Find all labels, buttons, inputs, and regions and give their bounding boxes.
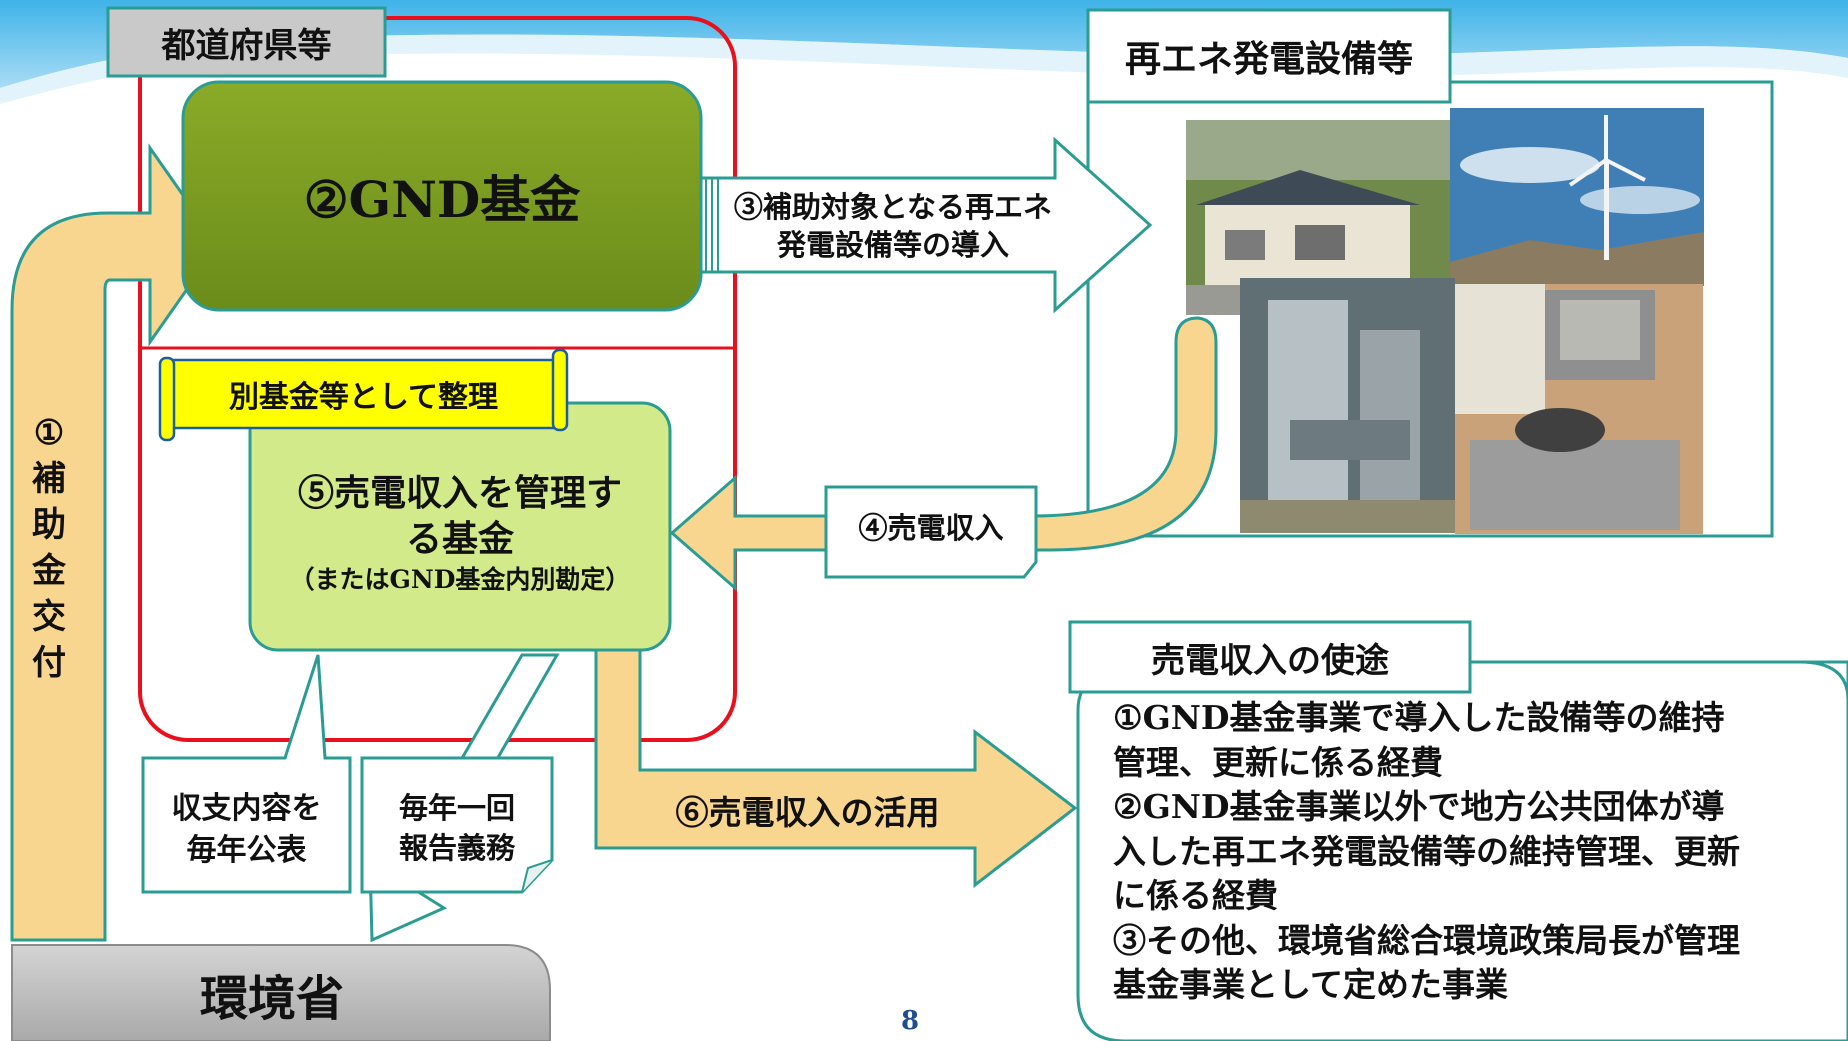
- usage-list: ①GND基金事業で導入した設備等の維持 管理、更新に係る経費 ②GND基金事業以…: [1113, 696, 1833, 1008]
- callout-report-line: 毎年一回: [398, 791, 515, 825]
- arrow-introduction: [698, 136, 1153, 314]
- usage-line: ②GND基金事業以外で地方公共団体が導: [1113, 787, 1725, 826]
- step6-label: ⑥売電収入の活用: [675, 793, 940, 832]
- step1-char: ①: [33, 413, 65, 453]
- arrow-introduction-stripes: [705, 178, 719, 272]
- prefecture-label: 都道府県等: [161, 25, 332, 66]
- step1-char: 助: [32, 505, 66, 545]
- step1-char: 付: [32, 643, 66, 683]
- usage-tab: [1068, 620, 1472, 694]
- arrow-revenue-use: [594, 648, 1078, 889]
- usage-line: 入した再エネ発電設備等の維持管理、更新: [1113, 831, 1740, 871]
- renewable-tab: [1086, 8, 1452, 104]
- fund5-line: る基金: [405, 518, 514, 560]
- step4-box: [824, 485, 1038, 579]
- renewable-label: 再エネ発電設備等: [1124, 38, 1413, 80]
- arrow-sales-revenue: [669, 316, 1218, 592]
- step1-char: 交: [32, 597, 66, 637]
- step3-line: 発電設備等の導入: [776, 228, 1009, 262]
- fund5-line: ⑤売電収入を管理す: [297, 472, 622, 514]
- small-hydro-photo: [1455, 284, 1703, 534]
- callout-publish-text: 収支内容を 毎年公表: [143, 788, 350, 872]
- prefecture-tab: [106, 6, 387, 78]
- usage-line: 基金事業として定めた事業: [1113, 965, 1509, 1004]
- callout-publish-line: 収支内容を: [171, 791, 322, 826]
- usage-line: ①GND基金事業で導入した設備等の維持: [1113, 698, 1725, 737]
- callout-publish-line: 毎年公表: [186, 833, 307, 868]
- callout-report-text: 毎年一回 報告義務: [362, 788, 552, 868]
- callout-publish-shape: [141, 654, 352, 894]
- usage-title: 売電収入の使途: [1151, 640, 1389, 681]
- usage-line: に係る経費: [1113, 876, 1278, 915]
- page-number: 8: [900, 1006, 920, 1036]
- prefecture-frame: [138, 16, 737, 742]
- gnd-fund-title: ②GND基金: [303, 170, 581, 229]
- arrow-subsidy: [10, 143, 220, 942]
- step3-label: ③補助対象となる再エネ 発電設備等の導入: [728, 188, 1058, 264]
- ministry-box: [11, 944, 551, 1041]
- gnd-fund-box: [181, 80, 703, 312]
- step1-char: 補: [32, 459, 66, 499]
- callout-report-line: 報告義務: [398, 831, 515, 865]
- usage-line: ③その他、環境省総合環境政策局長が管理: [1113, 920, 1740, 960]
- fund5-note: （またはGND基金内別勘定）: [289, 565, 631, 594]
- usage-line: 管理、更新に係る経費: [1113, 742, 1443, 782]
- step4-label: ④売電収入: [858, 511, 1004, 545]
- wind-turbine-photo: [1450, 108, 1704, 286]
- scroll-banner: [158, 348, 569, 442]
- fund5-text: ⑤売電収入を管理す る基金 （またはGND基金内別勘定）: [250, 470, 670, 598]
- scroll-label: 別基金等として整理: [228, 380, 499, 415]
- ministry-label: 環境省: [199, 971, 344, 1027]
- step3-line: ③補助対象となる再エネ: [733, 190, 1053, 224]
- step1-char: 金: [32, 551, 66, 591]
- step1-label: ① 補 助 金 交 付: [24, 410, 74, 686]
- biomass-plant-photo: [1240, 278, 1455, 533]
